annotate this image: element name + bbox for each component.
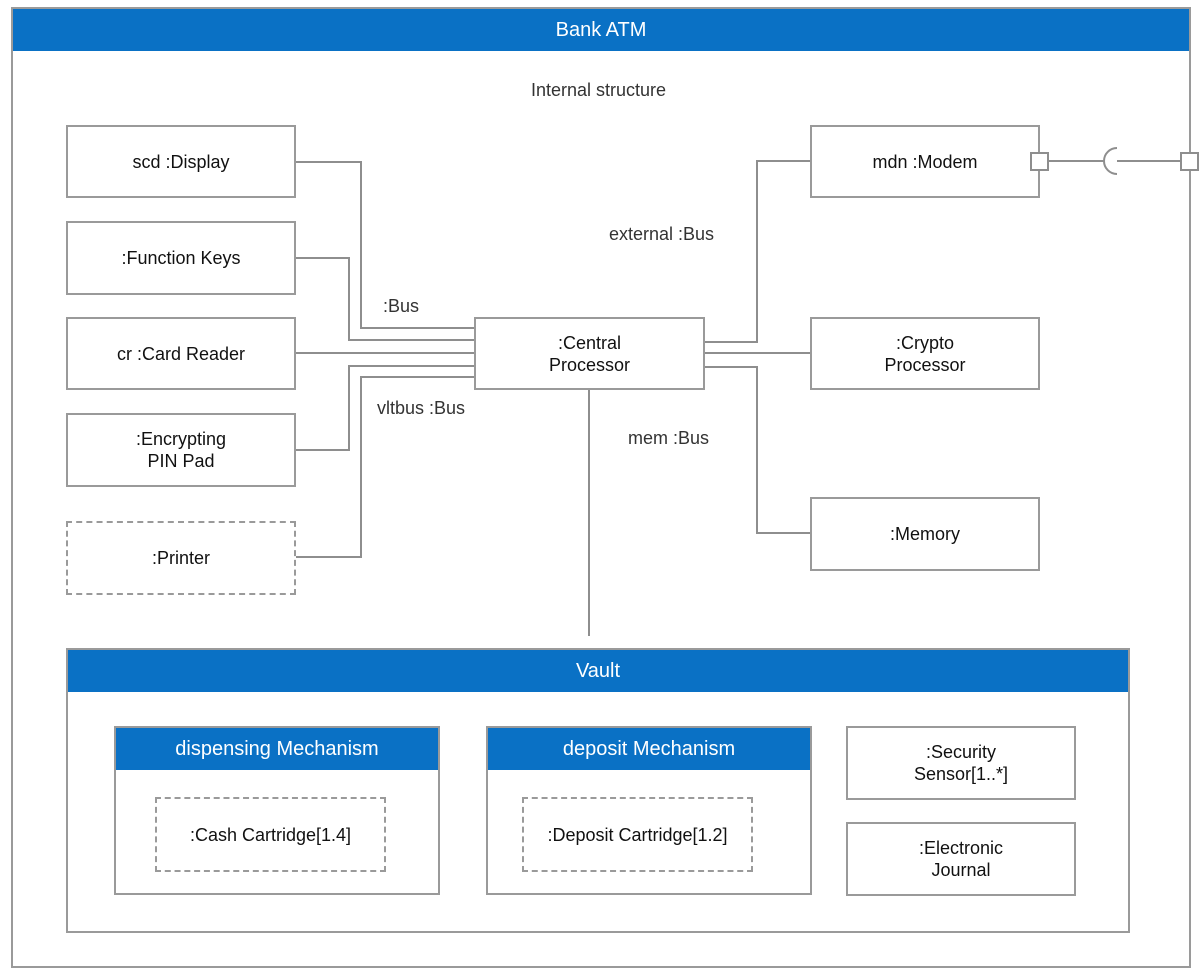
cash-cartridge-part[interactable]: :Cash Cartridge[1.4] bbox=[155, 797, 386, 872]
deposit-mechanism-title: deposit Mechanism bbox=[488, 728, 810, 770]
modem-part[interactable]: mdn :Modem bbox=[810, 125, 1040, 198]
vltbus-label: vltbus :Bus bbox=[377, 398, 466, 418]
bank-atm-title: Bank ATM bbox=[13, 9, 1189, 51]
dispensing-mechanism-title: dispensing Mechanism bbox=[116, 728, 438, 770]
vault-title: Vault bbox=[68, 650, 1128, 692]
display-part[interactable]: scd :Display bbox=[66, 125, 296, 198]
security-sensor-part[interactable]: :Security Sensor[1..*] bbox=[846, 726, 1076, 800]
memory-part[interactable]: :Memory bbox=[810, 497, 1040, 571]
internal-structure-label: Internal structure bbox=[531, 80, 667, 100]
modem-port bbox=[1030, 152, 1049, 171]
electronic-journal-part[interactable]: :Electronic Journal bbox=[846, 822, 1076, 896]
external-bus-label: external :Bus bbox=[609, 224, 715, 244]
bus-label: :Bus bbox=[383, 296, 420, 316]
central-processor-part[interactable]: :Central Processor bbox=[474, 317, 705, 390]
mem-bus-label: mem :Bus bbox=[628, 428, 710, 448]
function-keys-part[interactable]: :Function Keys bbox=[66, 221, 296, 295]
atm-boundary-port bbox=[1180, 152, 1199, 171]
card-reader-part[interactable]: cr :Card Reader bbox=[66, 317, 296, 390]
pin-pad-part[interactable]: :Encrypting PIN Pad bbox=[66, 413, 296, 487]
printer-part[interactable]: :Printer bbox=[66, 521, 296, 595]
crypto-processor-part[interactable]: :Crypto Processor bbox=[810, 317, 1040, 390]
deposit-cartridge-part[interactable]: :Deposit Cartridge[1.2] bbox=[522, 797, 753, 872]
